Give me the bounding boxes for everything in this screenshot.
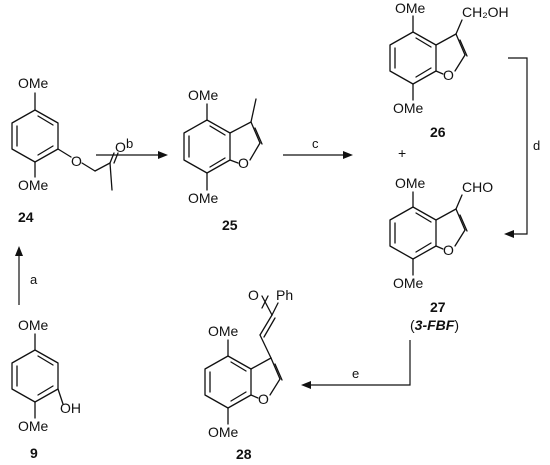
c28-number: 28 [236,446,252,462]
c25-ome-bottom: OMe [188,190,219,206]
c28-o-ring: O [258,391,269,407]
c24-ome-bottom: OMe [18,177,49,193]
step-d-label: d [533,138,540,153]
step-b-label: b [126,136,133,151]
c9-oh: OH [60,400,81,416]
compound-26: OMe CH₂OH O OMe 26 [389,0,509,140]
step-a-label: a [30,272,38,287]
c27-ome-bottom: OMe [393,275,424,291]
c25-number: 25 [222,217,238,233]
c26-o-ring: O [443,67,454,83]
compound-24: OMe O O OMe 24 [11,75,126,225]
c27-cho: CHO [462,179,493,195]
compound-9: OMe OH OMe 9 [11,317,81,461]
c28-o-ketone: O [248,287,259,303]
c24-o-ketone: O [115,139,126,155]
step-e-label: e [352,366,359,381]
c28-ome-bottom: OMe [208,424,239,440]
c25-ome-top: OMe [188,87,219,103]
compound-28: O Ph OMe O OMe 28 [204,287,293,462]
c27-o-ring: O [443,242,454,258]
c27-number: 27 [430,299,446,315]
c24-ome-top: OMe [18,75,49,91]
c24-number: 24 [18,209,34,225]
c26-ome-top: OMe [395,0,426,16]
c27-ome-top: OMe [395,175,426,191]
compound-27: OMe CHO O OMe 27 (3-FBF) [389,175,493,333]
plus-sign: + [398,145,406,161]
c27-alias: (3-FBF) [410,317,459,333]
c28-ome-top: OMe [208,323,239,339]
c24-o-ether: O [71,153,82,169]
c26-ome-bottom: OMe [393,100,424,116]
arrow-c: c [283,136,353,159]
arrow-a: a [15,246,38,305]
c28-ph: Ph [276,287,293,303]
arrow-b: b [96,136,168,159]
arrow-d: d [504,57,540,238]
c9-ome-top: OMe [18,317,49,333]
arrow-e: e [301,340,411,389]
c9-number: 9 [30,445,38,461]
c26-ch2oh: CH₂OH [462,4,509,20]
compound-25: OMe O OMe 25 [183,87,263,233]
c26-number: 26 [430,124,446,140]
c25-o-ring: O [238,155,249,171]
step-c-label: c [312,136,319,151]
c9-ome-bottom: OMe [18,418,49,434]
